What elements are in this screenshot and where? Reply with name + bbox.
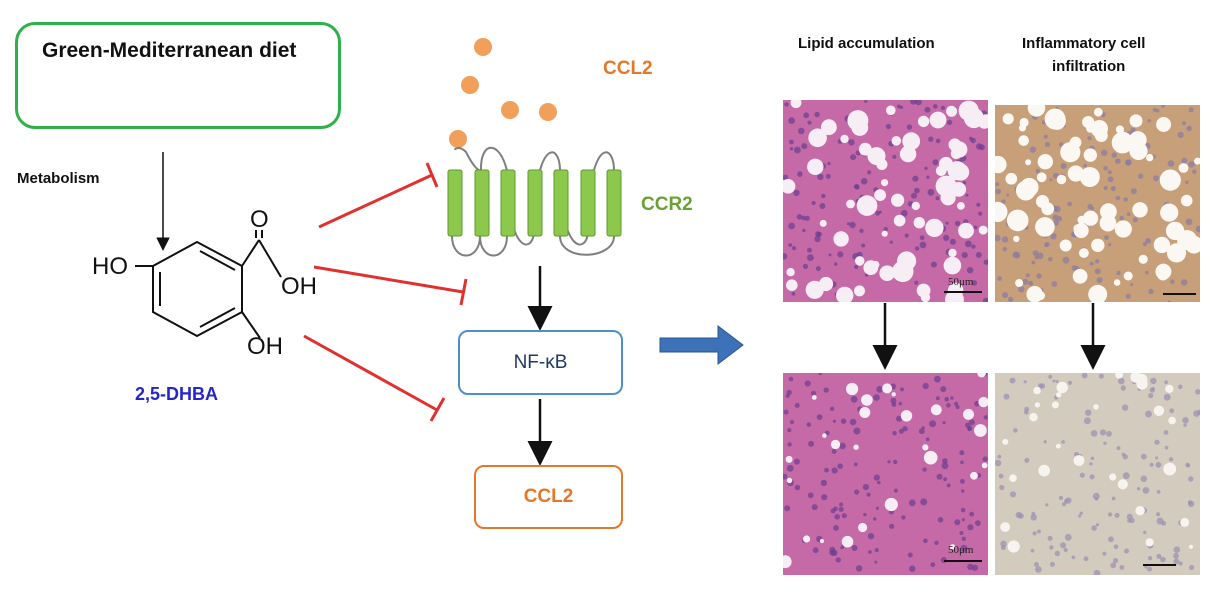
transmembrane-helix: [553, 169, 569, 237]
scale-bar-top: [944, 291, 982, 293]
transmembrane-helix: [527, 169, 543, 237]
ligand-dot: [449, 130, 467, 148]
lipid-micrograph-after: [783, 373, 988, 575]
inflammatory-micrograph-after: [995, 373, 1200, 575]
transmembrane-helix: [447, 169, 463, 237]
dhba-label: 2,5-DHBA: [135, 384, 219, 404]
ligand-dot: [474, 38, 492, 56]
ligand-dot: [461, 76, 479, 94]
transmembrane-helix: [606, 169, 622, 237]
scale-bar-top-right: [1163, 293, 1196, 295]
ligand-dot: [501, 101, 519, 119]
ccr2-helices: [447, 169, 622, 237]
ligand-dot: [539, 103, 557, 121]
inhibit-ccr2: [318, 173, 433, 229]
diet-box: Green-Mediterranean diet: [15, 22, 341, 129]
ccl2-ligand-label: CCL2: [603, 58, 653, 79]
inflammatory-micrograph-before: [995, 105, 1200, 302]
metabolism-label: Metabolism: [17, 170, 100, 187]
scale-bar-bottom: [944, 560, 982, 562]
lipid-micrograph-before: [783, 100, 988, 302]
inhibit-ccr2-signal: [313, 265, 464, 294]
inhibit-nfkb: [303, 334, 438, 412]
scale-bar-label-top: 50μm: [948, 276, 974, 288]
ccl2-output-label: CCL2: [523, 486, 574, 507]
transmembrane-helix: [580, 169, 596, 237]
transmembrane-helix: [474, 169, 490, 237]
ccr2-label: CCR2: [641, 194, 693, 215]
atom-oh-bottom: OH: [247, 333, 283, 360]
lipid-accumulation-title: Lipid accumulation: [798, 35, 935, 52]
nfkb-box: NF-κB: [458, 330, 623, 395]
dhba-structure: [135, 230, 282, 339]
diet-title: Green-Mediterranean diet: [42, 39, 297, 62]
ccl2-output-box: CCL2: [474, 465, 623, 529]
scale-bar-bottom-right: [1143, 564, 1176, 566]
atom-o: O: [250, 206, 269, 233]
atom-oh-carboxyl: OH: [281, 273, 317, 300]
inhibition-lines: [303, 162, 468, 422]
effect-arrow: [659, 324, 744, 366]
inflammatory-title-line1: Inflammatory cell: [1022, 35, 1146, 52]
ccl2-ligands: [449, 38, 557, 148]
transmembrane-helix: [500, 169, 516, 237]
scale-bar-label-bottom: 50μm: [948, 544, 974, 556]
nfkb-label: NF-κB: [513, 351, 568, 373]
inflammatory-title-line2: infiltration: [1052, 58, 1126, 75]
atom-ho: HO: [92, 253, 128, 280]
